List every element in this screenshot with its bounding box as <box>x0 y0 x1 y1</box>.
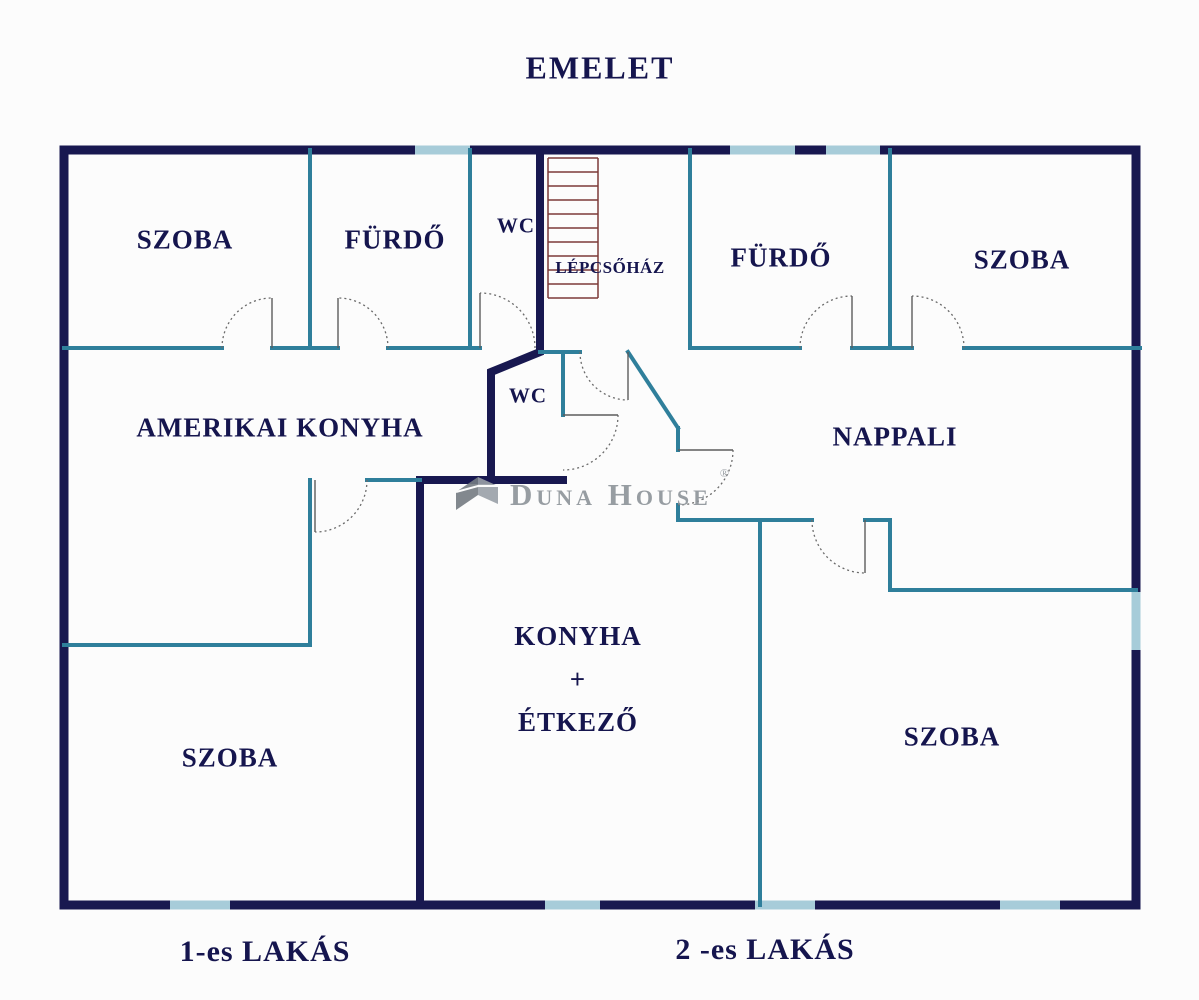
room-label-furdo-left: FÜRDŐ <box>344 224 446 255</box>
room-label-nappali: NAPPALI <box>832 421 958 452</box>
duna-house-logo-icon <box>452 466 502 521</box>
room-label-szoba-bottom-right: SZOBA <box>903 721 1001 752</box>
room-label-wc-middle: WC <box>508 383 548 408</box>
room-label-szoba-top-right: SZOBA <box>973 244 1071 275</box>
room-label-furdo-right: FÜRDŐ <box>730 242 832 273</box>
windows <box>170 145 1141 910</box>
interior-walls <box>62 148 1142 907</box>
apartment-label-right: 2 -es LAKÁS <box>675 933 855 966</box>
watermark-brand: Duna House <box>510 477 712 512</box>
watermark: Duna House ® <box>452 466 729 524</box>
registered-mark: ® <box>719 466 729 480</box>
konyha-line-2: + <box>569 664 587 695</box>
room-label-amerikai-konyha: AMERIKAI KONYHA <box>136 412 424 443</box>
door-arcs <box>221 292 965 574</box>
konyha-line-1: KONYHA <box>514 621 642 652</box>
room-label-konyha-etkezo: KONYHA + ÉTKEZŐ <box>514 615 642 745</box>
room-label-szoba-bottom-left: SZOBA <box>181 742 279 773</box>
konyha-line-3: ÉTKEZŐ <box>517 707 639 738</box>
apartment-label-left: 1-es LAKÁS <box>179 935 351 968</box>
room-label-wc-top: WC <box>496 213 536 238</box>
room-label-lepcsohaz: LÉPCSŐHÁZ <box>555 258 665 277</box>
partition-walls-dark <box>416 146 567 909</box>
room-label-szoba-top-left: SZOBA <box>136 224 234 255</box>
staircase-steps <box>547 157 599 299</box>
floor-title: EMELET <box>525 49 675 86</box>
door-leaves <box>271 293 913 573</box>
